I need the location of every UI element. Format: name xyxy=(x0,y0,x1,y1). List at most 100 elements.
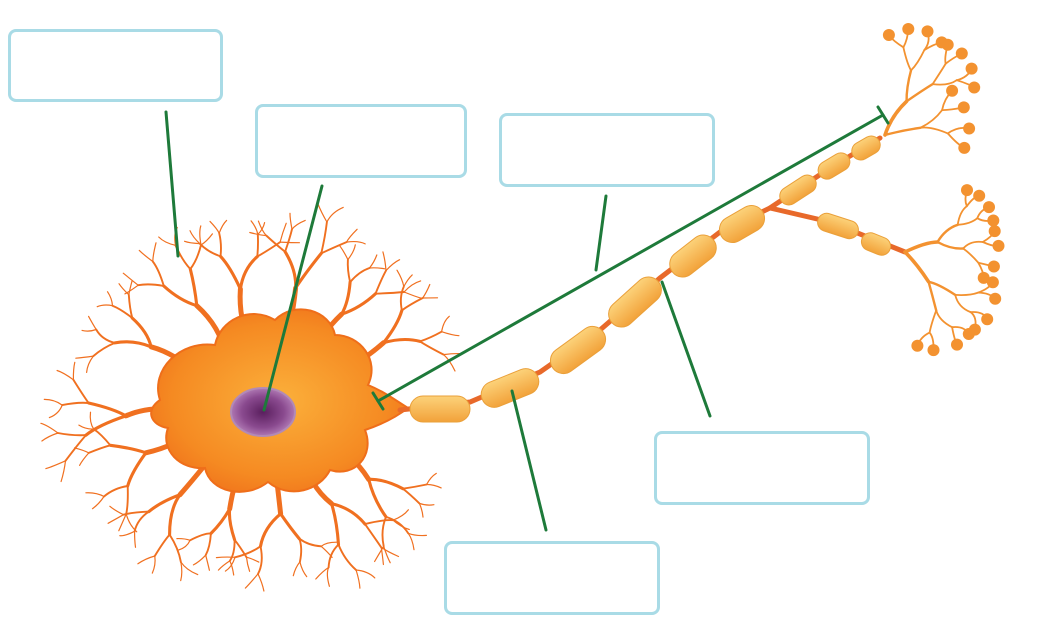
dendrite-branch xyxy=(153,243,156,262)
dendrite-branch xyxy=(245,574,258,588)
dendrite-branch xyxy=(419,503,423,517)
dendrite-branch xyxy=(356,570,360,588)
dendrite-branch xyxy=(356,570,375,578)
dendrite-branch xyxy=(403,489,419,504)
terminal-branch xyxy=(963,242,983,249)
dendrite-branch xyxy=(190,231,200,244)
dendrite-branch xyxy=(365,524,381,547)
terminal-bulb xyxy=(981,313,993,325)
terminal-branch xyxy=(905,252,929,282)
terminal-bulb xyxy=(987,276,999,288)
terminal-bulb xyxy=(958,142,970,154)
myelin-segment xyxy=(545,321,610,378)
dendrite-branch xyxy=(427,484,442,487)
dendrite-branch xyxy=(285,252,296,288)
dendrite-branch xyxy=(403,485,427,489)
dendrite-branch xyxy=(442,316,450,331)
dendrite-branch xyxy=(290,213,292,229)
dendrite-branch xyxy=(210,221,219,233)
myelin-segment xyxy=(815,150,853,183)
dendrite-branch xyxy=(159,237,176,245)
dendrite-branch xyxy=(86,493,104,497)
dendrite-branch xyxy=(170,495,180,535)
dendrite-branch xyxy=(135,512,149,532)
dendrite-branch xyxy=(386,260,400,271)
label-box-myelin-sheath[interactable] xyxy=(654,431,870,505)
dendrite-branch xyxy=(408,533,426,535)
dendrite-branch xyxy=(200,226,201,245)
dendrite-branch xyxy=(49,405,62,418)
label-box-node-of-ranvier[interactable] xyxy=(444,541,660,615)
dendrite-branch xyxy=(348,260,350,283)
dendrite-branch xyxy=(93,343,115,356)
dendrite-branch xyxy=(258,574,264,591)
dendrite-branch xyxy=(193,555,205,565)
dendrite-branch xyxy=(383,252,386,271)
dendrite-branch xyxy=(96,330,115,343)
dendrite-branch xyxy=(442,332,459,336)
dendrite-branch xyxy=(229,509,234,540)
dendrite-branch xyxy=(339,545,357,570)
terminal-bulb xyxy=(963,328,975,340)
terminal-branch xyxy=(938,225,958,242)
dendrite-branch xyxy=(126,486,128,514)
label-box-nucleus[interactable] xyxy=(255,104,467,178)
dendrite-branch xyxy=(93,497,105,509)
dendrite-branch xyxy=(299,539,301,562)
dendrite-branch xyxy=(87,356,94,372)
dendrite-branch xyxy=(321,242,346,253)
dendrite-branch xyxy=(62,403,88,405)
terminal-bulb xyxy=(942,39,954,51)
terminal-bulb xyxy=(966,63,978,75)
terminal-branch xyxy=(963,249,978,263)
dendrite-branch xyxy=(155,535,170,556)
dendrite-branch xyxy=(41,423,58,433)
dendrite-branch xyxy=(381,547,383,564)
label-box-dendrites[interactable] xyxy=(8,29,223,102)
dendrite-branch xyxy=(219,233,221,256)
terminal-bulb xyxy=(946,85,958,97)
terminal-branch xyxy=(958,206,967,225)
dendrite-branch xyxy=(152,556,155,573)
dendrite-branch xyxy=(211,509,230,534)
dendrite-branch xyxy=(332,504,339,545)
label-box-axon[interactable] xyxy=(499,113,715,187)
dendrite-branch xyxy=(316,568,329,580)
terminal-bulb xyxy=(989,293,1001,305)
dendrite-branch xyxy=(129,281,132,295)
dendrite-branch xyxy=(318,204,327,222)
dendrite-branch xyxy=(285,229,292,252)
dendrite-branch xyxy=(128,453,146,486)
myelin-segment xyxy=(410,396,470,422)
terminal-bulb xyxy=(983,201,995,213)
dendrite-branch xyxy=(123,273,138,285)
nucleus xyxy=(231,388,295,436)
dendrite-branch xyxy=(384,546,391,562)
dendrite-branch xyxy=(57,371,73,380)
dendrite-branch xyxy=(381,547,398,556)
dendrite-branch xyxy=(370,268,385,269)
dendrite-branch xyxy=(402,298,423,310)
dendrite-branch xyxy=(110,445,146,453)
dendrite-branch xyxy=(370,255,377,268)
dendrite-branch xyxy=(138,556,155,564)
dendrite-branch xyxy=(190,269,197,306)
dendrite-branch xyxy=(327,207,343,222)
dendrite-branch xyxy=(75,448,89,453)
leader-line-node-of-ranvier xyxy=(512,391,546,530)
dendrite-branch xyxy=(235,540,247,557)
terminal-branch xyxy=(933,64,946,85)
terminal-branch xyxy=(911,50,924,70)
dendrite-branch xyxy=(80,453,89,466)
dendrite-branch xyxy=(369,479,386,517)
dendrite-branch xyxy=(190,245,201,269)
terminal-bulb xyxy=(973,190,985,202)
leader-line-myelin-sheath xyxy=(662,282,710,416)
terminal-branch xyxy=(958,218,978,225)
dendrite-branch xyxy=(108,515,123,524)
dendrite-branch xyxy=(108,292,113,306)
dendrite-branch xyxy=(129,295,133,318)
terminal-branch xyxy=(903,47,911,70)
terminal-branch xyxy=(933,80,957,84)
dendrite-branch xyxy=(292,220,305,229)
